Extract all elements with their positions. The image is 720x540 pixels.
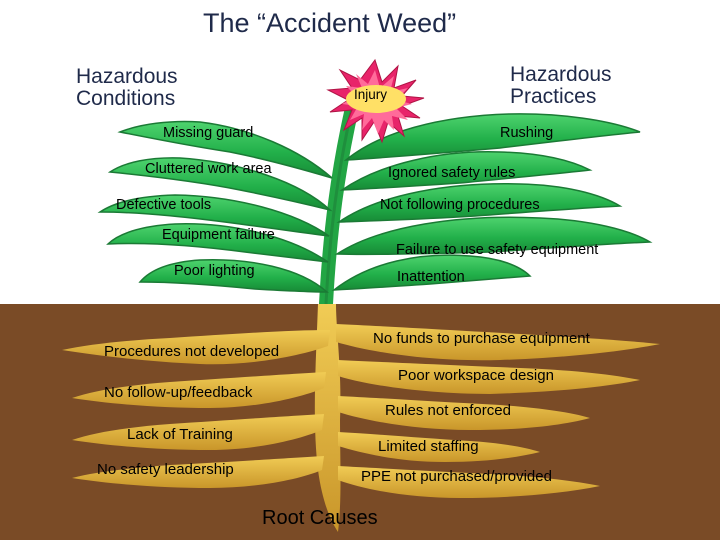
root-poor-workspace-design xyxy=(338,360,640,394)
condition-label: Equipment failure xyxy=(162,227,275,243)
leaf-equipment-failure xyxy=(106,223,329,263)
stem xyxy=(319,101,359,311)
leaf-not-following-procedures xyxy=(336,183,623,223)
diagram-title: The “Accident Weed” xyxy=(203,8,457,38)
root-cause-label: Lack of Training xyxy=(127,426,233,443)
practice-label: Inattention xyxy=(397,269,465,285)
leaf-cluttered-work-area xyxy=(107,157,331,211)
root-cause-label: Limited staffing xyxy=(378,438,479,455)
root-cause-label: Poor workspace design xyxy=(398,367,554,384)
practice-label: Rushing xyxy=(500,125,554,141)
root-cause-label: No follow-up/feedback xyxy=(104,384,253,401)
root-causes-label: Root Causes xyxy=(262,507,378,529)
leaf-poor-lighting xyxy=(138,259,329,293)
root-procedures-not-developed xyxy=(62,330,330,365)
taproot xyxy=(314,304,341,532)
root-cause-label: Procedures not developed xyxy=(104,343,280,360)
leaf-rushing xyxy=(343,113,641,161)
root-cause-label: PPE not purchased/provided xyxy=(361,468,552,485)
condition-label: Missing guard xyxy=(163,125,254,141)
practice-label: Not following procedures xyxy=(380,197,540,213)
root-lack-of-training xyxy=(72,414,324,450)
heading-hazardous-practices: Hazardous Practices xyxy=(510,63,612,109)
root-limited-staffing xyxy=(338,432,540,462)
root-no-funds-to-purchase-equipment xyxy=(336,324,660,361)
root-cause-label: Rules not enforced xyxy=(385,402,511,419)
leaf-ignored-safety-rules xyxy=(339,151,593,191)
injury-flower xyxy=(326,58,425,144)
condition-label: Cluttered work area xyxy=(145,161,272,177)
condition-label: Poor lighting xyxy=(174,263,255,279)
root-no-follow-up-feedback xyxy=(72,372,326,408)
root-rules-not-enforced xyxy=(338,396,590,430)
injury-label: Injury xyxy=(354,87,388,102)
leaf-failure-to-use-safety-equipment xyxy=(334,216,653,256)
leaf-missing-guard xyxy=(117,120,333,179)
heading-hazardous-conditions: Hazardous Conditions xyxy=(76,65,178,111)
practice-label: Ignored safety rules xyxy=(388,165,516,181)
leaf-inattention xyxy=(331,254,532,291)
condition-label: Defective tools xyxy=(116,197,212,213)
leaf-defective-tools xyxy=(97,194,330,237)
root-ppe-not-purchased xyxy=(338,466,600,498)
root-cause-label: No safety leadership xyxy=(97,461,234,478)
root-cause-label: No funds to purchase equipment xyxy=(373,330,590,347)
practice-label: Failure to use safety equipment xyxy=(396,242,599,258)
root-no-safety-leadership xyxy=(72,456,324,488)
